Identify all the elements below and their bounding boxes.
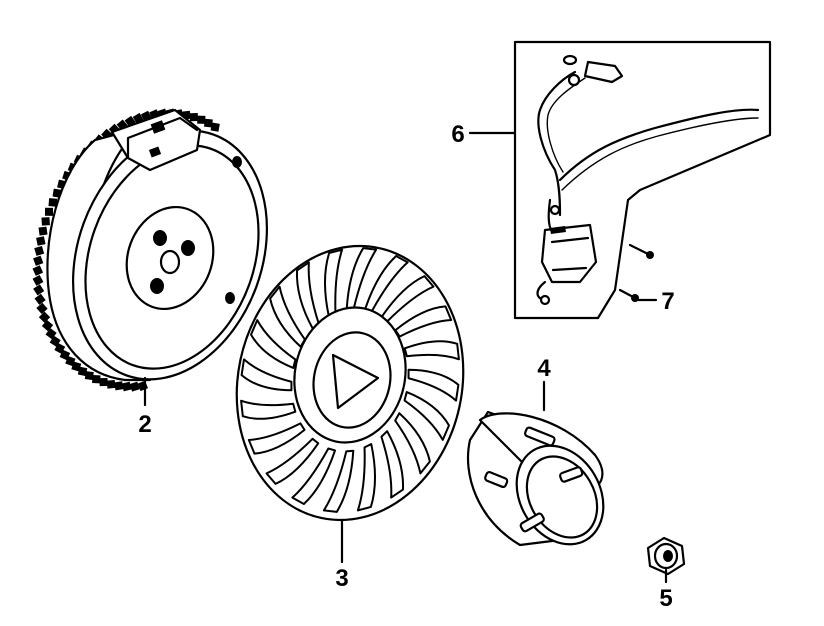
gear-tooth xyxy=(114,381,124,391)
fan-blade xyxy=(380,430,404,499)
fan-blade xyxy=(240,399,297,420)
gear-tooth xyxy=(45,328,57,340)
flange-nut xyxy=(646,536,686,576)
fan-triangle-boss xyxy=(331,353,380,410)
callout-labels: 2 3 4 5 6 7 xyxy=(138,121,674,612)
gear-tooth xyxy=(36,236,46,246)
gear-tooth xyxy=(34,293,46,305)
fan-blade xyxy=(403,391,450,441)
gear-tooth xyxy=(33,255,44,266)
hub-center xyxy=(159,249,181,275)
bolt xyxy=(618,243,654,302)
gear-tooth xyxy=(99,378,108,387)
gear-tooth xyxy=(197,115,206,124)
gear-tooth xyxy=(48,198,58,207)
fan-blade xyxy=(356,443,376,512)
gear-tooth xyxy=(92,374,101,384)
callout-7: 7 xyxy=(661,288,674,315)
fan-blade xyxy=(380,275,435,323)
gear-tooth xyxy=(34,245,45,256)
pulley-slot xyxy=(519,512,545,533)
fan-blade xyxy=(407,368,460,402)
callout-5: 5 xyxy=(659,585,672,612)
fan-blade xyxy=(363,255,409,313)
fan-blade xyxy=(250,319,297,369)
gear-tooth xyxy=(38,311,51,323)
pulley-slot xyxy=(484,471,509,489)
gear-tooth xyxy=(129,381,140,392)
fan-blade xyxy=(269,285,306,348)
hub-hole xyxy=(150,278,164,294)
cooling-fan xyxy=(235,244,465,522)
gear-tooth xyxy=(41,319,54,332)
coil-bracket-outline xyxy=(513,40,772,320)
gear-tooth xyxy=(32,265,44,276)
callout-2: 2 xyxy=(138,411,151,438)
fan-blade xyxy=(265,437,320,485)
gear-tooth xyxy=(84,371,94,381)
callout-3: 3 xyxy=(335,565,348,592)
gear-tooth xyxy=(36,302,48,315)
flywheel xyxy=(32,108,269,392)
fan-blade xyxy=(394,305,453,338)
ignition-coil xyxy=(513,40,772,320)
rim-hole xyxy=(225,292,235,304)
fan-blade xyxy=(240,358,293,392)
gear-tooth xyxy=(32,274,44,286)
starter-pulley xyxy=(466,410,605,547)
fan-blade xyxy=(322,449,355,513)
fan-blades xyxy=(240,247,460,513)
gear-tooth xyxy=(137,380,148,392)
fan-blade xyxy=(296,261,320,330)
callout-4: 4 xyxy=(537,355,551,382)
callout-6: 6 xyxy=(451,121,464,148)
gear-tooth xyxy=(71,361,82,372)
spark-plug-cap xyxy=(583,60,624,84)
callout-leaders xyxy=(143,131,668,584)
gear-tooth xyxy=(59,349,71,361)
hub-hole xyxy=(181,240,195,256)
coil-body xyxy=(540,223,598,284)
hub-hole xyxy=(153,230,167,246)
gear-tooth xyxy=(77,366,88,377)
rim-hole xyxy=(232,156,242,168)
pulley-slot xyxy=(559,466,584,483)
gear-tooth xyxy=(33,284,45,296)
gear-tooth xyxy=(210,122,220,132)
gear-tooth xyxy=(121,381,132,392)
pulley-slot xyxy=(524,426,556,447)
fan-blade xyxy=(247,422,306,455)
fan-blade xyxy=(324,248,344,317)
gear-tooth xyxy=(44,207,54,216)
gear-tooth xyxy=(41,217,50,226)
gear-tooth xyxy=(38,226,48,236)
pulley-inner-rim xyxy=(525,455,599,539)
fan-blade xyxy=(291,447,337,505)
fan-blade xyxy=(345,247,378,311)
gear-tooth xyxy=(65,355,76,367)
fan-blade xyxy=(403,340,460,361)
gear-tooth xyxy=(203,118,213,128)
gear-tooth xyxy=(106,379,116,389)
gear-tooth xyxy=(189,112,199,122)
fan-blade xyxy=(394,412,431,475)
flywheel-inner-rim xyxy=(84,144,260,370)
coil-wire xyxy=(537,70,577,217)
